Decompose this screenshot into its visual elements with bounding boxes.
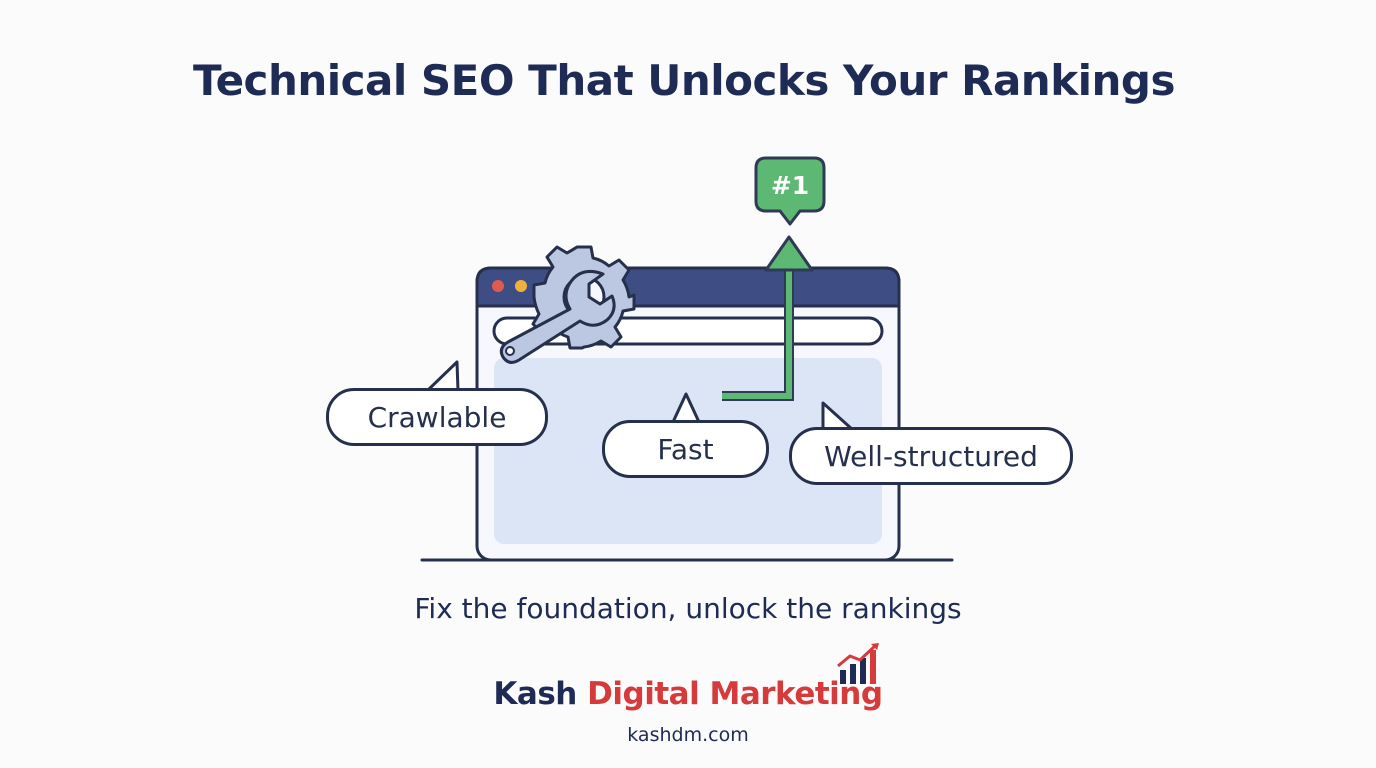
website-url: kashdm.com <box>627 724 749 746</box>
tagline: Fix the foundation, unlock the rankings <box>414 592 962 625</box>
fast-bubble-tail <box>671 392 701 423</box>
brand-name-part1: Kash <box>493 676 577 712</box>
bar-chart-icon <box>837 643 879 684</box>
well-structured-label: Well-structured <box>824 439 1038 473</box>
rank-badge: #1 <box>754 156 826 226</box>
fast-bubble: Fast <box>602 420 769 478</box>
well-structured-bubble-tail <box>821 401 855 432</box>
brand-logo: Kash Digital Marketing <box>0 676 1376 712</box>
wrench-icon <box>499 270 616 364</box>
crawlable-bubble: Crawlable <box>326 388 548 446</box>
fast-label: Fast <box>657 432 714 466</box>
well-structured-bubble: Well-structured <box>789 427 1073 485</box>
up-arrow-icon <box>722 235 814 401</box>
crawlable-label: Crawlable <box>367 400 507 434</box>
window-close-dot <box>492 280 504 292</box>
brand-name-part2: Digital Marketing <box>587 676 883 712</box>
window-minimize-dot <box>515 280 527 292</box>
page-title: Technical SEO That Unlocks Your Rankings <box>193 56 1176 105</box>
crawlable-bubble-tail <box>426 360 460 392</box>
rank-badge-label: #1 <box>771 171 809 200</box>
